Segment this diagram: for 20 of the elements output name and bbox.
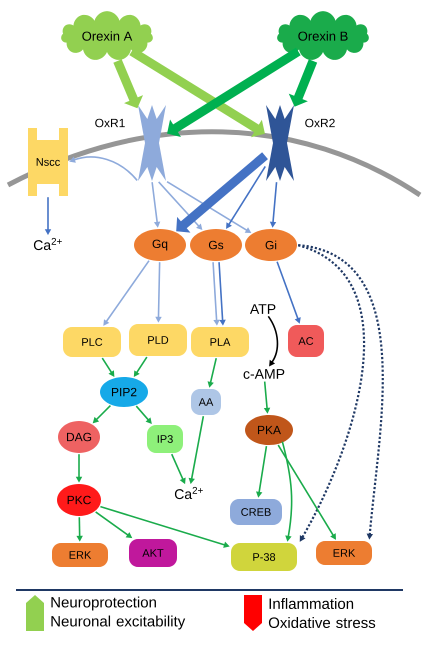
molecule-label: c-AMP	[244, 369, 284, 379]
protein-blob: AC	[288, 325, 324, 357]
protein-blob: PLD	[129, 324, 187, 356]
block-arrow	[167, 48, 301, 138]
protein-blob: PLC	[63, 327, 121, 357]
ion-label: Ca$^{2+}$	[34, 238, 62, 250]
molecule-blob: AA	[191, 389, 221, 415]
legend-text: Inflammation Oxidative stress	[268, 598, 376, 628]
arrow	[136, 406, 152, 424]
legend-text: Neuroprotection Neuronal excitability	[51, 596, 186, 630]
protein-blob: P-38	[231, 543, 297, 571]
molecule-blob: IP3	[147, 425, 183, 453]
protein-blob: PLA	[191, 327, 249, 357]
molecule-label: ATP	[250, 304, 276, 314]
protein-blob: CREB	[230, 499, 282, 525]
ion-label: Ca$^{2+}$	[174, 486, 203, 500]
protein-blob: ERK	[316, 541, 372, 565]
block-arrow	[176, 152, 268, 233]
protein-blob: AKT	[129, 539, 177, 567]
protein-blob: ERK	[52, 543, 108, 567]
